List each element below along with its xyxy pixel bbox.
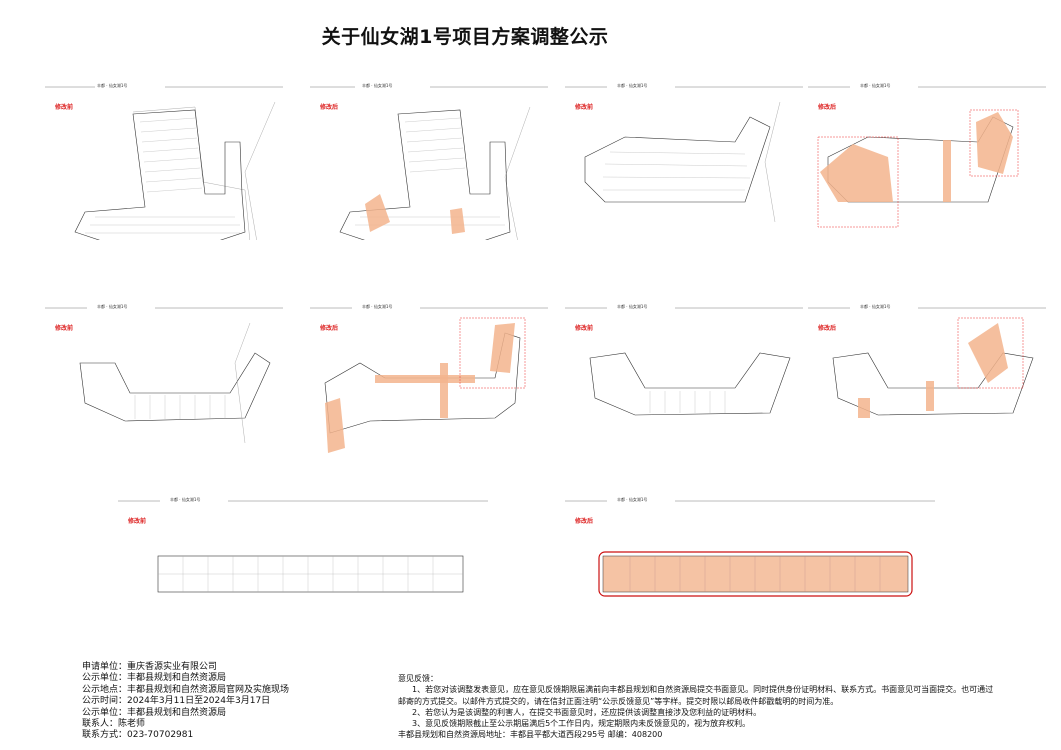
plan-panel-4: 丰都 · 仙女湖1号 修改后 bbox=[808, 82, 1046, 240]
plan-panel-6: 丰都 · 仙女湖1号 修改后 bbox=[310, 303, 548, 461]
phone: 联系方式：023-70702981 bbox=[82, 730, 194, 741]
plan-panel-9: 丰都 · 仙女湖1号 修改前 bbox=[118, 496, 488, 646]
plan-panel-2: 丰都 · 仙女湖1号 修改后 bbox=[310, 82, 548, 240]
panel-tag: 修改前 bbox=[575, 325, 594, 332]
panel-header: 丰都 · 仙女湖1号 bbox=[170, 497, 201, 502]
panel-header: 丰都 · 仙女湖1号 bbox=[362, 304, 393, 309]
floor-plan-drawing bbox=[565, 307, 803, 416]
plan-panel-7: 丰都 · 仙女湖1号 修改前 bbox=[565, 303, 803, 461]
period: 公示时间：2024年3月11日至2024年3月17日 bbox=[82, 696, 271, 707]
panel-tag: 修改前 bbox=[575, 104, 594, 111]
panel-header: 丰都 · 仙女湖1号 bbox=[97, 83, 128, 88]
notice-info: 申请单位：重庆香源实业有限公司 公示单位：丰都县规划和自然资源局 公示地点：丰都… bbox=[82, 662, 402, 742]
panel-tag: 修改后 bbox=[818, 325, 837, 332]
feedback-item-3: 3、意见反馈期限截止至公示期届满后5个工作日内，规定期限内未反馈意见的，视为放弃… bbox=[412, 719, 751, 729]
feedback-address: 丰都县规划和自然资源局地址：丰都县平都大道西段295号 邮编：408200 bbox=[398, 730, 663, 740]
floor-plan-drawing bbox=[310, 86, 548, 240]
panel-tag: 修改后 bbox=[320, 104, 339, 111]
panel-header: 丰都 · 仙女湖1号 bbox=[860, 304, 891, 309]
plan-panel-8: 丰都 · 仙女湖1号 修改后 bbox=[808, 303, 1046, 461]
panel-header: 丰都 · 仙女湖1号 bbox=[617, 497, 648, 502]
panel-tag: 修改前 bbox=[55, 325, 74, 332]
panel-tag: 修改后 bbox=[320, 325, 339, 332]
panel-header: 丰都 · 仙女湖1号 bbox=[617, 83, 648, 88]
plan-panel-3: 丰都 · 仙女湖1号 修改前 bbox=[565, 82, 803, 240]
panel-header: 丰都 · 仙女湖1号 bbox=[97, 304, 128, 309]
plan-panel-10: 丰都 · 仙女湖1号 修改后 bbox=[565, 496, 935, 646]
plan-panel-5: 丰都 · 仙女湖1号 修改前 bbox=[45, 303, 283, 461]
panel-tag: 修改前 bbox=[128, 518, 147, 525]
panel-header: 丰都 · 仙女湖1号 bbox=[362, 83, 393, 88]
contact: 联系人：陈老师 bbox=[82, 719, 146, 730]
issuer: 公示单位：丰都县规划和自然资源局 bbox=[82, 707, 227, 718]
page-title: 关于仙女湖1号项目方案调整公示 bbox=[321, 26, 609, 48]
floor-plan-drawing bbox=[808, 86, 1046, 228]
location: 公示地点：丰都县规划和自然资源局官网及实施现场 bbox=[82, 684, 290, 695]
floor-plan-drawing bbox=[310, 307, 548, 453]
feedback-item-2: 2、若您认为是该调整的利害人，在提交书面意见时，还应提供该调整直接涉及您利益的证… bbox=[412, 707, 762, 717]
panel-tag: 修改前 bbox=[55, 104, 74, 111]
feedback-item-1: 1、若您对该调整发表意见，应在意见反馈期限届满前向丰都县规划和自然资源局提交书面… bbox=[398, 685, 994, 706]
panel-header: 丰都 · 仙女湖1号 bbox=[617, 304, 648, 309]
floor-plan-drawing bbox=[565, 500, 935, 597]
plan-panel-1: 丰都 · 仙女湖1号 修改前 bbox=[45, 82, 283, 240]
panel-tag: 修改后 bbox=[818, 104, 837, 111]
floor-plan-drawing bbox=[808, 307, 1046, 418]
floor-plan-drawing bbox=[118, 500, 488, 593]
panel-header: 丰都 · 仙女湖1号 bbox=[860, 83, 891, 88]
feedback-block: 意见反馈： 1、若您对该调整发表意见，应在意见反馈期限届满前向丰都县规划和自然资… bbox=[398, 673, 998, 741]
panel-tag: 修改后 bbox=[575, 518, 594, 525]
floor-plan-drawing bbox=[45, 307, 283, 444]
publisher: 公示单位：丰都县规划和自然资源局 bbox=[82, 673, 227, 684]
feedback-heading: 意见反馈： bbox=[398, 674, 438, 683]
floor-plan-drawing bbox=[565, 86, 803, 223]
applicant: 申请单位：重庆香源实业有限公司 bbox=[82, 662, 218, 672]
floor-plan-drawing bbox=[45, 86, 283, 240]
